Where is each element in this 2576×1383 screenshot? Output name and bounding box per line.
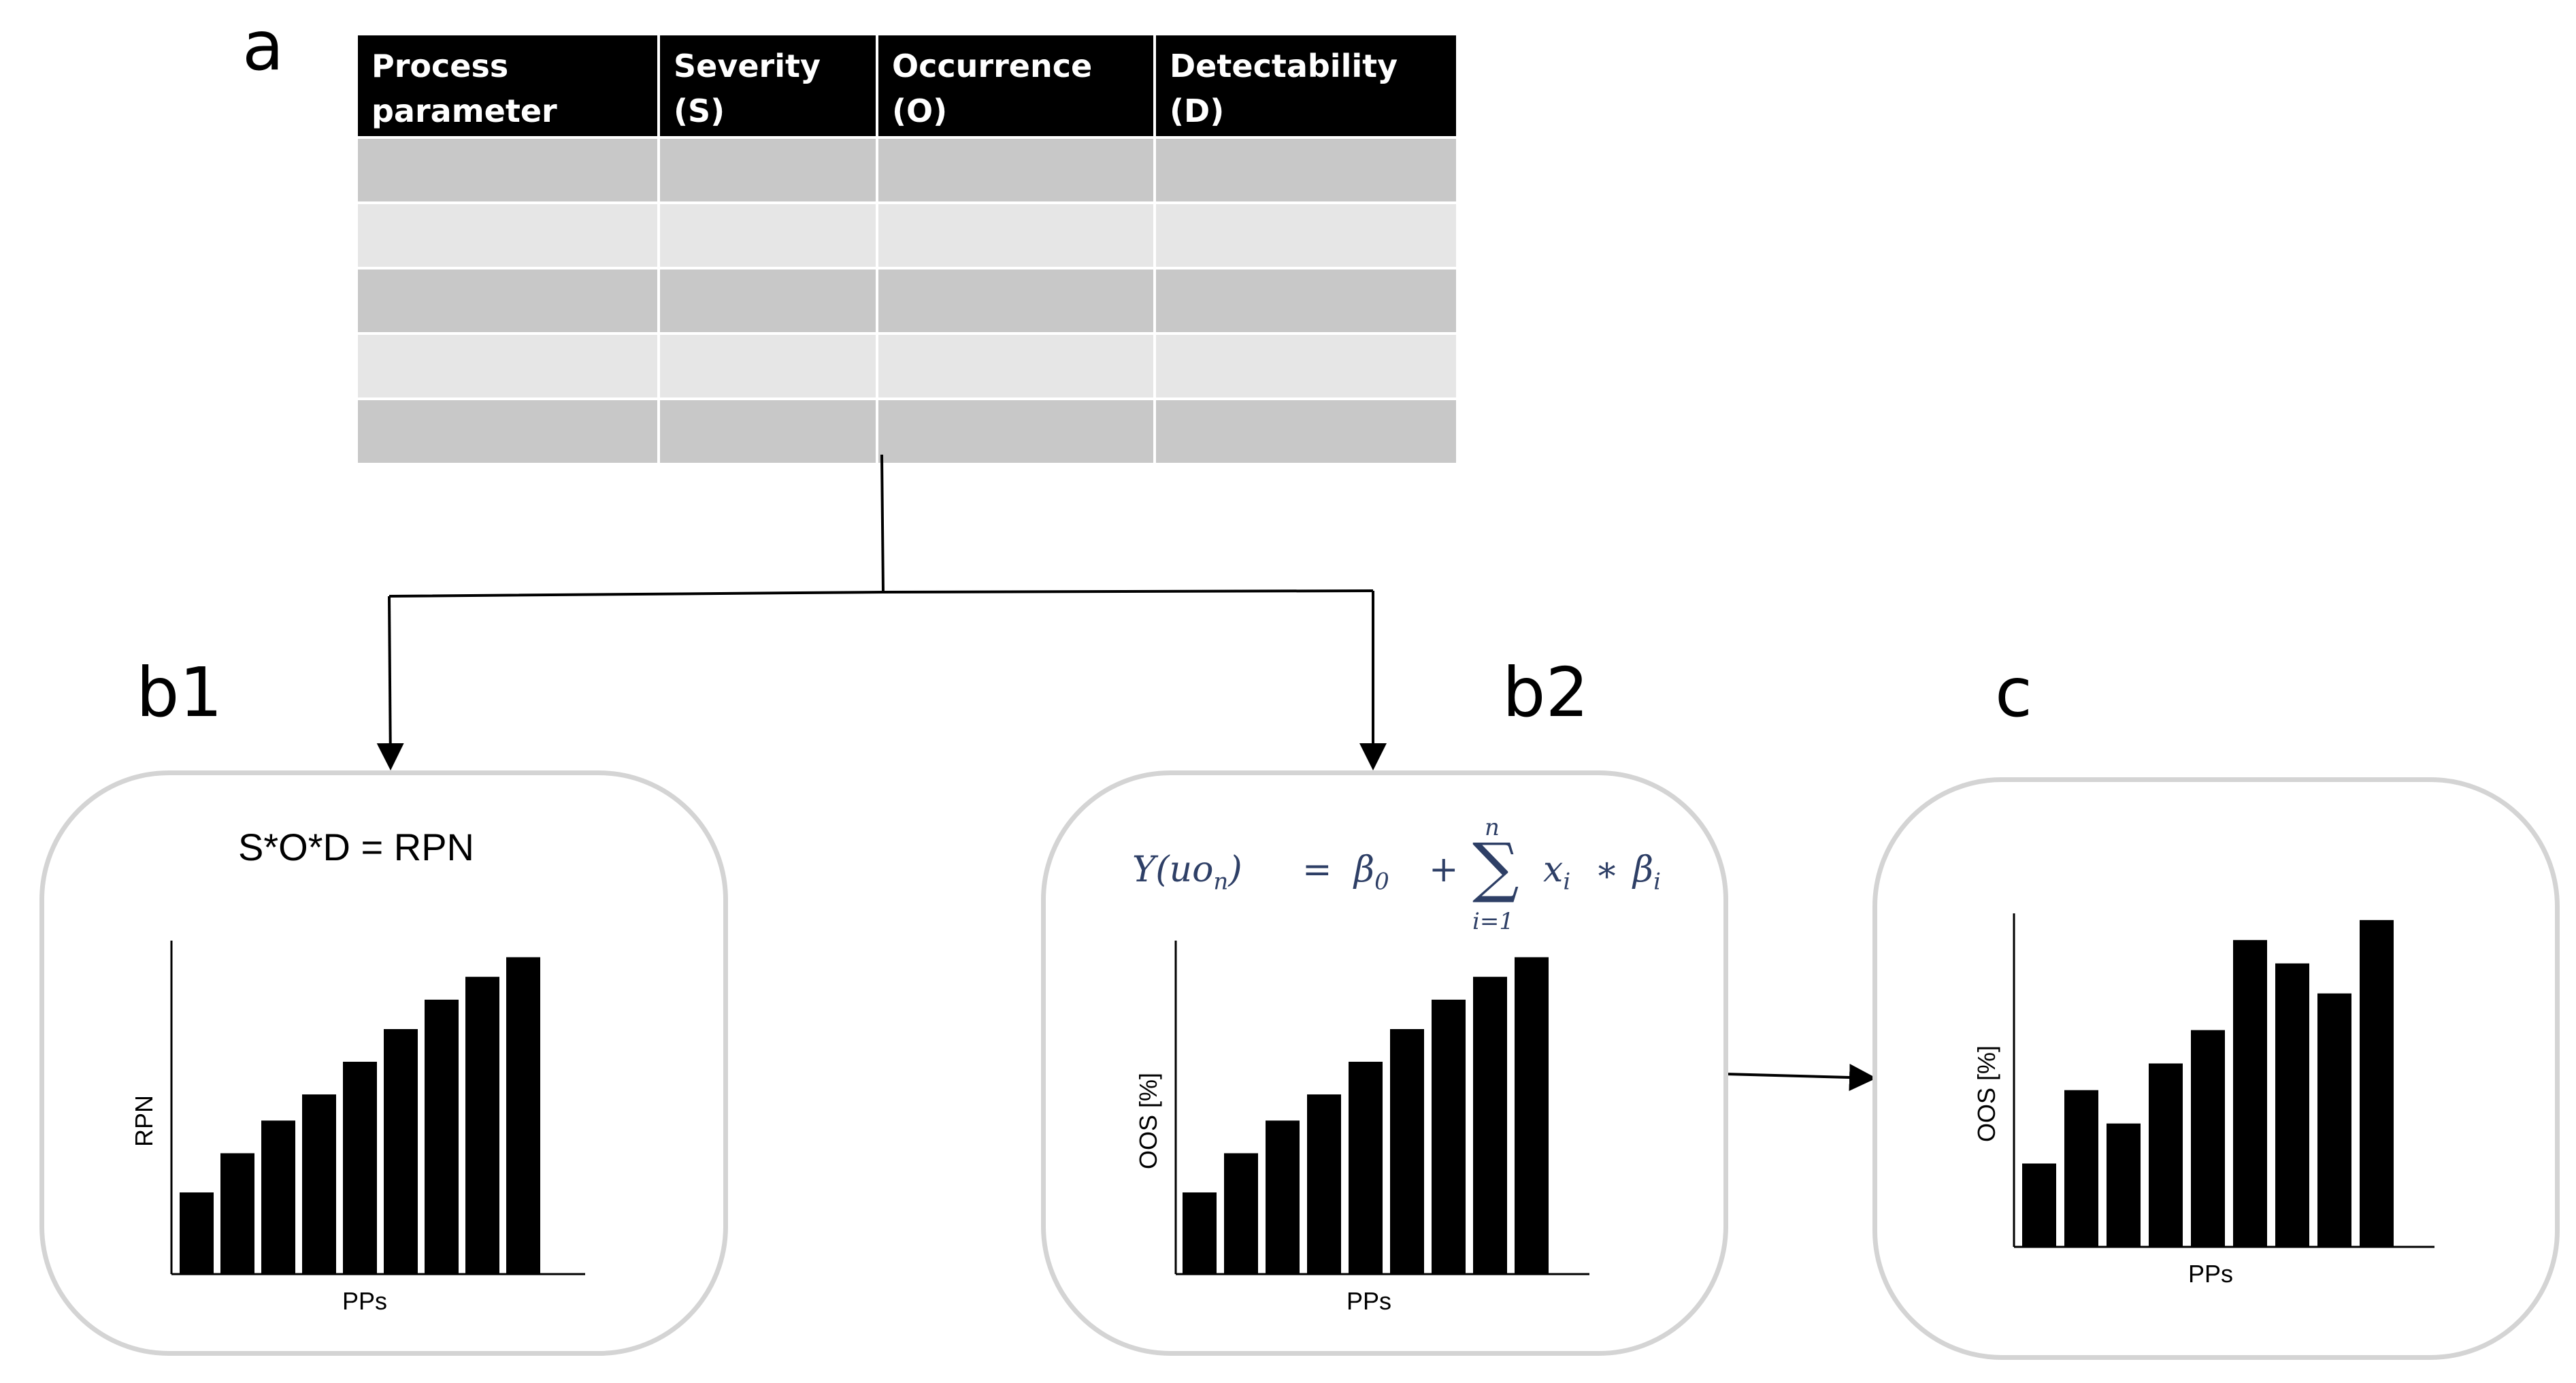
formula-beta-term: βi <box>1633 849 1661 896</box>
chart-bar <box>384 1029 418 1274</box>
chart-bar <box>465 977 499 1274</box>
y-axis-label: OOS [%] <box>1134 1073 1162 1169</box>
formula-sum-lower: i=1 <box>1472 908 1514 935</box>
chart-bar <box>1515 957 1549 1274</box>
chart-b1: PPs RPN <box>130 941 585 1315</box>
chart-bar <box>1473 977 1507 1274</box>
panel-label-a: a <box>242 6 284 86</box>
table-row <box>358 201 1456 268</box>
chart-bar <box>1432 999 1466 1274</box>
chart-bar <box>1224 1153 1258 1274</box>
chart-bar <box>2064 1090 2098 1247</box>
formula-x-term: xi <box>1543 849 1571 896</box>
panel-label-b1: b1 <box>136 653 223 732</box>
chart-bar <box>1307 1094 1341 1274</box>
chart-bar <box>2317 993 2351 1247</box>
header-severity: Severity (S) <box>659 35 878 137</box>
header-detectability: Detectability (D) <box>1155 35 1456 137</box>
chart-bar <box>425 999 459 1274</box>
arrow-b2-to-c <box>1725 1064 1877 1092</box>
formula-equals: = <box>1302 849 1332 890</box>
chart-c: PPs OOS [%] <box>1972 913 2434 1288</box>
header-process-parameter: Process parameter <box>358 35 660 137</box>
chart-bar <box>180 1192 214 1274</box>
chart-bar <box>220 1153 254 1274</box>
fmea-table: Process parameter Severity (S) Occurrenc… <box>358 35 1456 463</box>
formula-sum-upper: n <box>1485 814 1500 841</box>
formula-beta0: β0 <box>1354 849 1389 896</box>
chart-bar <box>1183 1192 1217 1274</box>
header-occurrence: Occurrence (O) <box>877 35 1156 137</box>
chart-b2: PPs OOS [%] <box>1134 941 1589 1315</box>
formula-times: ∗ <box>1595 849 1619 890</box>
table-row <box>358 136 1456 203</box>
rpn-formula: S*O*D = RPN <box>238 826 474 868</box>
panel-b2-box <box>1041 770 1728 1356</box>
chart-bar <box>2191 1030 2225 1247</box>
chart-bar <box>506 957 540 1274</box>
table-row <box>358 397 1456 463</box>
chart-bar <box>1266 1120 1300 1274</box>
chart-bar <box>2022 1163 2056 1247</box>
chart-bar <box>302 1094 336 1274</box>
formula-plus: + <box>1429 849 1459 890</box>
panel-label-c: c <box>1995 653 2032 732</box>
chart-bar <box>343 1062 377 1274</box>
table-row <box>358 267 1456 333</box>
chart-bar <box>2360 920 2394 1247</box>
y-axis-label: OOS [%] <box>1972 1045 2000 1142</box>
chart-bar <box>1390 1029 1424 1274</box>
formula-sum-symbol: ∑ <box>1472 829 1519 905</box>
panel-label-b2: b2 <box>1502 653 1589 732</box>
x-axis-label: PPs <box>1347 1287 1391 1315</box>
fmea-table-header-row: Process parameter Severity (S) Occurrenc… <box>358 35 1456 137</box>
y-axis-label: RPN <box>130 1095 158 1147</box>
connector-horizontal <box>389 589 1374 598</box>
chart-bar <box>261 1120 295 1274</box>
x-axis-label: PPs <box>2188 1260 2233 1288</box>
chart-bar <box>2275 963 2309 1247</box>
connector-table-stem <box>880 454 885 593</box>
table-row <box>358 332 1456 399</box>
chart-bar <box>1349 1062 1383 1274</box>
formula-lhs: Y(uon) <box>1132 849 1242 896</box>
chart-bar <box>2233 940 2267 1247</box>
arrow-to-b1 <box>376 596 404 770</box>
x-axis-label: PPs <box>342 1287 387 1315</box>
chart-bar <box>2149 1063 2183 1247</box>
chart-bar <box>2107 1123 2141 1247</box>
